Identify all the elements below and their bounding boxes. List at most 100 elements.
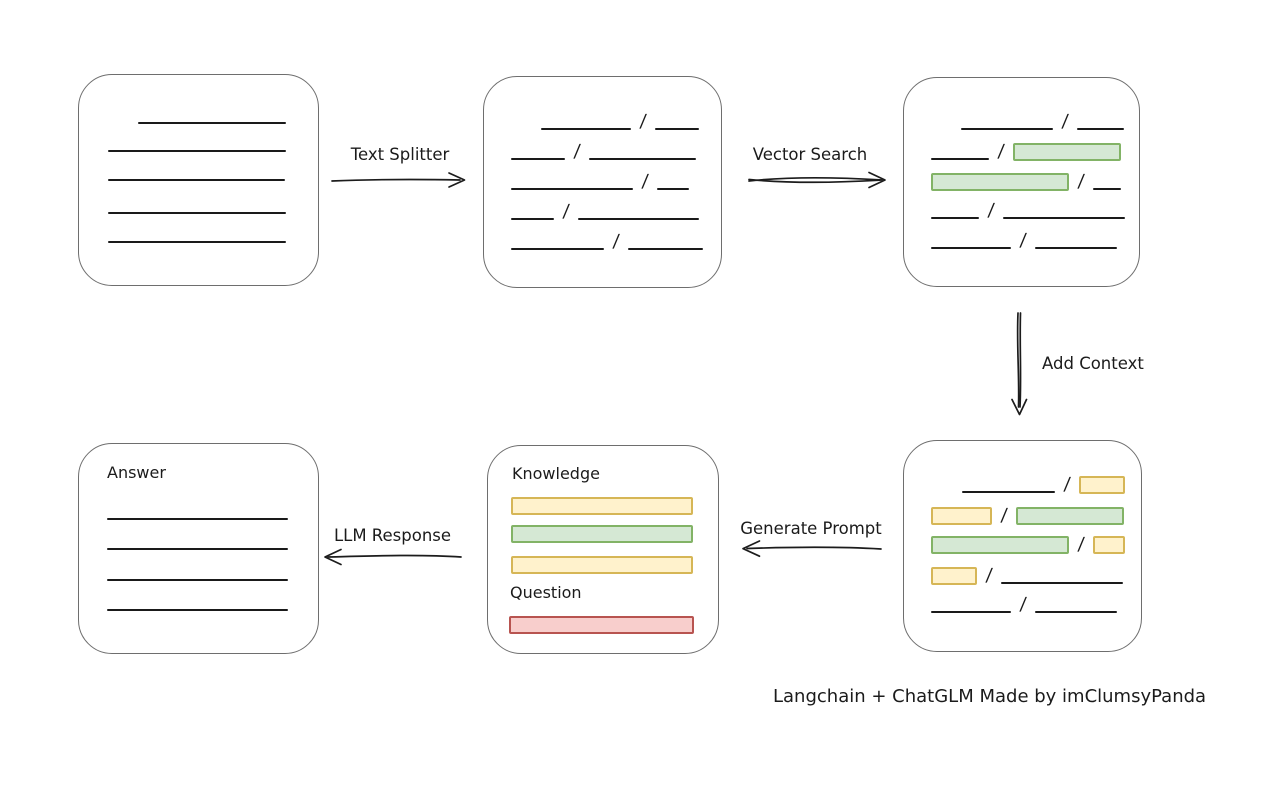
text-row: / — [931, 230, 1118, 251]
text-line — [107, 518, 288, 520]
text-line — [578, 218, 700, 220]
question-bar-red — [509, 616, 694, 634]
green-highlight — [1016, 507, 1125, 525]
text-line — [1093, 188, 1122, 190]
slash-separator: / — [640, 171, 650, 192]
vector-results-box: / / / / / — [903, 77, 1140, 287]
text-row — [108, 225, 286, 243]
text-line — [108, 212, 286, 214]
question-label: Question — [510, 583, 582, 602]
slash-separator: / — [1076, 171, 1086, 192]
generate-prompt-arrow — [742, 540, 882, 558]
text-row — [108, 134, 286, 152]
text-row: / — [511, 141, 697, 162]
text-line — [962, 491, 1055, 493]
text-row: / — [962, 474, 1126, 495]
vector-search-label: Vector Search — [752, 145, 868, 164]
text-line — [1035, 247, 1118, 249]
knowledge-bar-yellow-2 — [511, 556, 693, 574]
text-line — [511, 248, 604, 250]
chunks-box: / / / / / — [483, 76, 722, 288]
green-highlight — [1013, 143, 1122, 161]
text-row: / — [931, 141, 1122, 162]
yellow-highlight — [931, 567, 977, 585]
text-line — [961, 128, 1053, 130]
green-highlight — [931, 536, 1069, 554]
text-line — [107, 579, 288, 581]
prompt-box: Knowledge Question — [487, 445, 719, 654]
text-row: / — [511, 201, 700, 222]
text-line — [511, 188, 633, 190]
slash-separator: / — [986, 200, 996, 221]
slash-separator: / — [984, 565, 994, 586]
text-line — [655, 128, 700, 130]
add-context-arrow — [1011, 312, 1028, 416]
slash-separator: / — [638, 111, 648, 132]
text-row — [107, 563, 288, 581]
text-row — [107, 532, 288, 550]
context-box: / / / / / — [903, 440, 1142, 652]
yellow-highlight — [931, 507, 992, 525]
text-row — [108, 163, 285, 181]
text-line — [931, 158, 989, 160]
knowledge-bar-green — [511, 525, 693, 543]
text-row: / — [541, 111, 700, 132]
green-highlight — [931, 173, 1069, 191]
text-line — [931, 247, 1011, 249]
answer-label: Answer — [107, 463, 166, 482]
text-row: / — [931, 594, 1118, 615]
text-row: / — [931, 200, 1126, 221]
text-row: / — [511, 231, 704, 252]
text-line — [107, 609, 288, 611]
text-line — [511, 158, 565, 160]
llm-response-label: LLM Response — [333, 526, 452, 545]
text-line — [1077, 128, 1125, 130]
text-row — [138, 106, 286, 124]
text-line — [108, 179, 285, 181]
text-splitter-label: Text Splitter — [350, 145, 450, 164]
text-line — [657, 188, 690, 190]
llm-response-arrow — [324, 548, 462, 566]
text-row: / — [931, 534, 1126, 555]
text-line — [108, 150, 286, 152]
slash-separator: / — [572, 141, 582, 162]
text-line — [541, 128, 631, 130]
text-line — [931, 611, 1011, 613]
text-row: / — [931, 505, 1125, 526]
slash-separator: / — [1060, 111, 1070, 132]
add-context-label: Add Context — [1042, 354, 1144, 373]
yellow-highlight — [1079, 476, 1126, 494]
yellow-highlight — [1093, 536, 1126, 554]
knowledge-bar-yellow-1 — [511, 497, 693, 515]
slash-separator: / — [1018, 230, 1028, 251]
text-line — [511, 218, 554, 220]
knowledge-label: Knowledge — [512, 464, 600, 483]
text-row: / — [931, 171, 1122, 192]
answer-box: Answer — [78, 443, 319, 654]
text-line — [108, 241, 286, 243]
text-line — [931, 217, 979, 219]
slash-separator: / — [1076, 534, 1086, 555]
text-line — [138, 122, 286, 124]
text-line — [589, 158, 697, 160]
text-line — [107, 548, 288, 550]
slash-separator: / — [999, 505, 1009, 526]
slash-separator: / — [996, 141, 1006, 162]
text-line — [628, 248, 704, 250]
generate-prompt-label: Generate Prompt — [740, 519, 882, 538]
slash-separator: / — [611, 231, 621, 252]
text-row — [107, 593, 288, 611]
slash-separator: / — [1018, 594, 1028, 615]
slash-separator: / — [561, 201, 571, 222]
diagram-caption: Langchain + ChatGLM Made by imClumsyPand… — [773, 686, 1207, 707]
text-row — [107, 502, 288, 520]
slash-separator: / — [1062, 474, 1072, 495]
text-row: / — [931, 565, 1124, 586]
text-row — [108, 196, 286, 214]
text-line — [1003, 217, 1126, 219]
text-line — [1035, 611, 1118, 613]
text-splitter-arrow — [331, 172, 466, 188]
document-box — [78, 74, 319, 286]
text-line — [1001, 582, 1124, 584]
